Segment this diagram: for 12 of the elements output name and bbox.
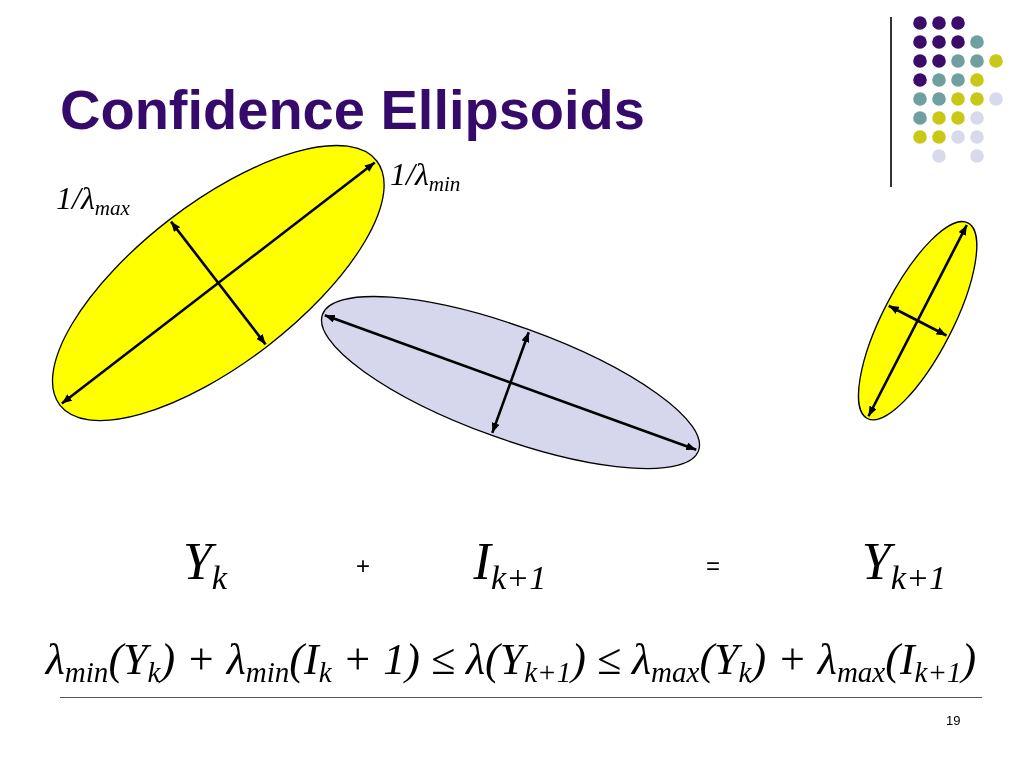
confidence-ellipse bbox=[320, 295, 702, 471]
confidence-ellipse bbox=[50, 144, 386, 422]
confidence-ellipse bbox=[857, 220, 979, 422]
page-number: 19 bbox=[946, 714, 961, 729]
matrix-label: Y$_{k+1}$ bbox=[861, 532, 947, 592]
axis-label: 1/λ$_{min}$ bbox=[390, 156, 461, 193]
plus-sign: + bbox=[356, 552, 370, 580]
matrix-label: Y$_{k}$ bbox=[182, 532, 228, 592]
equals-sign: = bbox=[706, 552, 720, 580]
matrix-label: I$_{k+1}$ bbox=[473, 532, 547, 592]
slide-title: Confidence Ellipsoids bbox=[60, 78, 645, 143]
inequality-formula: λ$_{min}$(Y$_{k}$) + λ$_{min}$(I$_{k}$ + 1) ≤ λ(Y$_{k+1}$) ≤ λ$_{max}$(Y$_{k}$) + λ$_{max}$(I$_{k+1}$) bbox=[45, 634, 977, 686]
